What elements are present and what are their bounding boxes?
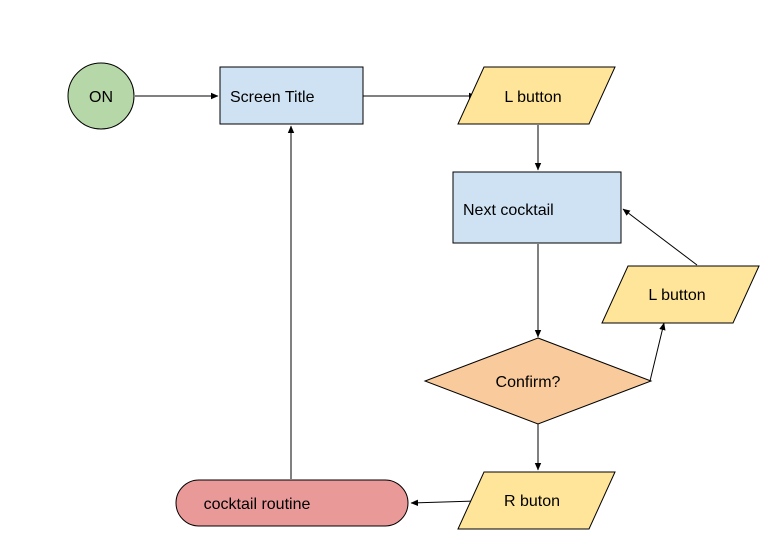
decision-shape (423, 337, 653, 425)
edge-confirm-to-l-button-right (649, 322, 666, 382)
input-shape (601, 265, 760, 324)
process-shape (452, 171, 622, 244)
edge-r-button-to-cocktail-routine (410, 499, 477, 506)
input-shape (457, 66, 616, 125)
node-confirm: Confirm? (423, 337, 653, 425)
start-shape (67, 62, 135, 130)
node-screen-title-label: Screen Title (230, 89, 315, 106)
node-next-cocktail: Next cocktail (452, 171, 622, 244)
node-screen-title: Screen Title (219, 66, 364, 125)
node-l-button-right-label: L button (648, 287, 705, 304)
node-on-label: ON (89, 89, 113, 106)
node-confirm-label: Confirm? (496, 374, 561, 391)
node-l-button-right: L button (601, 265, 760, 324)
node-cocktail-routine-label: cocktail routine (204, 496, 311, 513)
input-shape (457, 471, 616, 530)
node-l-button-top-label: L button (504, 89, 561, 106)
terminal-shape (175, 479, 409, 527)
process-shape (219, 66, 364, 125)
edges (135, 92, 698, 506)
node-l-button-top: L button (457, 66, 616, 125)
node-next-cocktail-label: Next cocktail (463, 202, 554, 219)
edge-l-button-right-to-next-cocktail (622, 208, 698, 266)
node-r-button-label: R buton (504, 493, 560, 510)
node-r-button: R buton (457, 471, 616, 530)
node-on: ON (67, 62, 135, 130)
node-cocktail-routine: cocktail routine (175, 479, 409, 527)
